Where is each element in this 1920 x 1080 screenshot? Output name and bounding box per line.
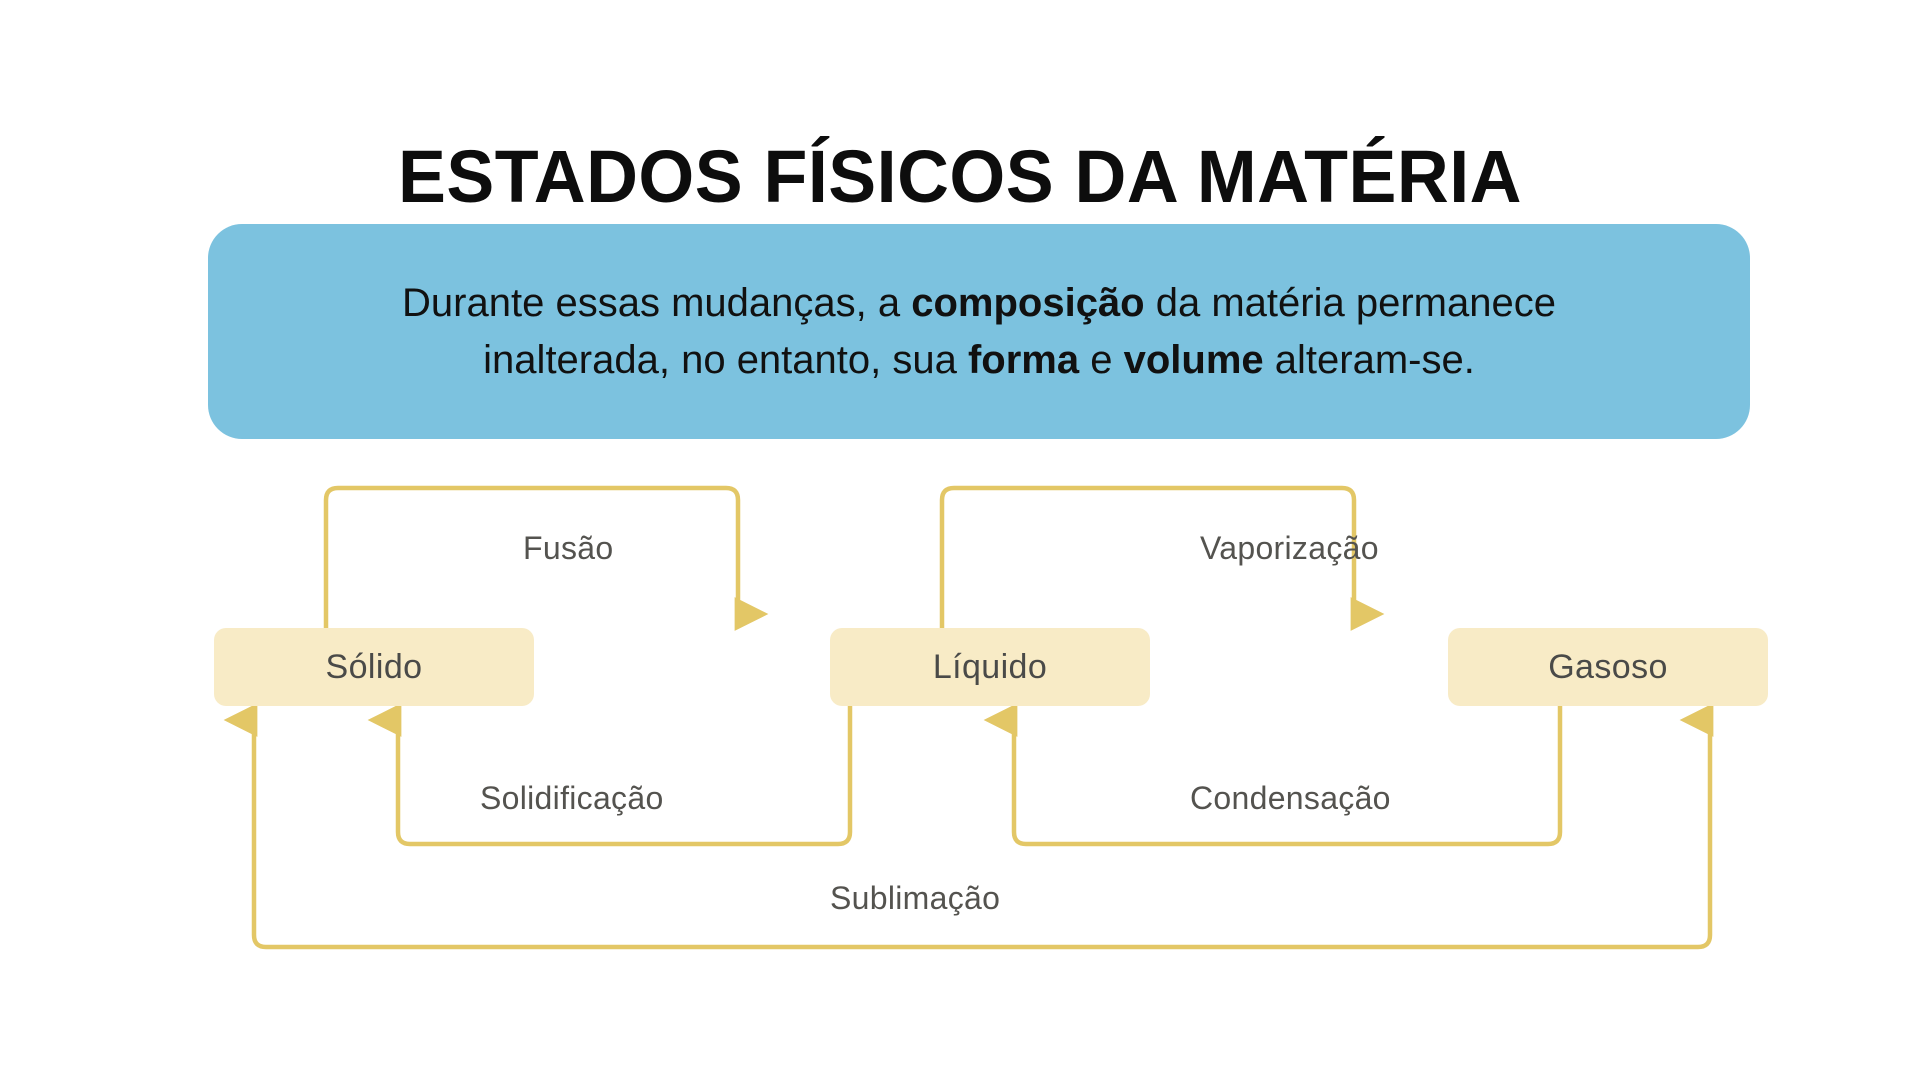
callout-bold-volume: volume: [1123, 337, 1264, 382]
arrow-solidificacao: [367, 703, 853, 847]
arrow-vaporizacao: [939, 485, 1385, 631]
state-box-solido: Sólido: [214, 628, 534, 706]
state-box-gasoso: Gasoso: [1448, 628, 1768, 706]
state-label-gasoso: Gasoso: [1548, 647, 1668, 686]
state-box-liquido: Líquido: [830, 628, 1150, 706]
callout-line1-part1: Durante essas mudanças, a: [402, 280, 912, 325]
callout-banner: Durante essas mudanças, a composição da …: [208, 224, 1750, 439]
arrow-sublimacao: [223, 703, 1714, 950]
arrow-condensacao: [983, 703, 1563, 847]
transition-label-solidificacao: Solidificação: [480, 780, 664, 816]
callout-line2-part1: inalterada, no entanto, sua: [483, 337, 968, 382]
callout-line2-part3: alteram-se.: [1263, 337, 1475, 382]
transition-label-vaporizacao: Vaporização: [1200, 530, 1379, 566]
transition-label-condensacao: Condensação: [1190, 780, 1391, 816]
callout-bold-composicao: composição: [911, 280, 1145, 325]
state-label-liquido: Líquido: [932, 647, 1048, 686]
arrow-fusao: [323, 485, 769, 631]
state-label-solido: Sólido: [325, 647, 423, 686]
callout-bold-forma: forma: [967, 337, 1080, 382]
diagram-arrows: [223, 485, 1714, 950]
callout-line1-part2: da matéria permanece: [1144, 280, 1556, 325]
callout-line2-part2: e: [1079, 337, 1124, 382]
page-title: ESTADOS FÍSICOS DA MATÉRIA: [398, 134, 1522, 218]
phase-change-diagram: Sólido Líquido Gasoso Fusão Vaporização …: [190, 480, 1790, 980]
transition-label-fusao: Fusão: [523, 530, 614, 566]
callout-text: Durante essas mudanças, a composição da …: [239, 275, 1719, 389]
transition-label-sublimacao: Sublimação: [830, 880, 1001, 916]
